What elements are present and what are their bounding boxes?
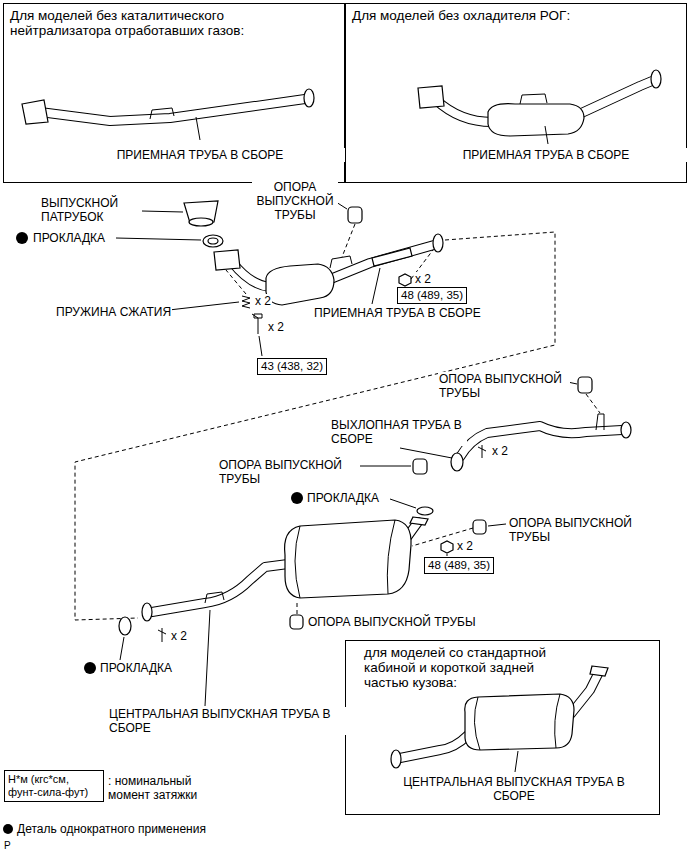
part-label: x 2: [254, 294, 272, 308]
part-label: ОПОРА ВЫПУСКНОЙ ТРУБЫ: [438, 372, 570, 400]
part-label: ОПОРА ВЫПУСКНОЙ ТРУБЫ: [508, 516, 650, 544]
figure-code: P: [3, 840, 12, 852]
part-label: ОПОРА ВЫПУСКНОЙ ТРУБЫ: [218, 458, 360, 486]
panel-heading: для моделей со стандартной кабиной и кор…: [364, 645, 574, 690]
part-label: ПРОКЛАДКА: [99, 661, 173, 675]
part-caption: ЦЕНТРАЛЬНАЯ ВЫПУСКНАЯ ТРУБА В СБОРЕ: [394, 775, 634, 803]
part-label: x 2: [414, 272, 432, 286]
torque-value: 48 (489, 35): [428, 559, 490, 571]
part-caption: ПРИЕМНАЯ ТРУБА В СБОРЕ: [50, 148, 350, 162]
panel-heading: Для моделей без каталитического нейтрали…: [10, 8, 300, 38]
torque-value: 48 (489, 35): [401, 289, 463, 301]
torque-value: 43 (438, 32): [261, 360, 323, 372]
part-label: ЦЕНТРАЛЬНАЯ ВЫПУСКНАЯ ТРУБА В СБОРЕ: [108, 707, 360, 735]
torque-box: 48 (489, 35): [424, 557, 494, 574]
part-label: ПРОКЛАДКА: [32, 231, 106, 245]
part-label: ПРИЕМНАЯ ТРУБА В СБОРЕ: [313, 306, 482, 320]
legend-text: Деталь однократного применения: [16, 822, 207, 836]
variant-panel: Для моделей без охладителя РОГ: ПРИЕМНАЯ …: [345, 3, 687, 183]
part-label: x 2: [456, 539, 474, 553]
torque-box: 48 (489, 35): [397, 287, 467, 304]
part-label: ОПОРА ВЫПУСКНОЙ ТРУБЫ: [252, 180, 338, 222]
variant-panel: Для моделей без каталитического нейтрали…: [3, 3, 345, 183]
legend-text: : номинальный момент затяжки: [107, 774, 229, 802]
panel-heading: Для моделей без охладителя РОГ:: [352, 8, 672, 23]
part-label: x 2: [170, 629, 188, 643]
legend-box: Н*м (кгс*см, фунт-сила-фут): [4, 770, 104, 802]
part-label: x 2: [267, 320, 285, 334]
part-label: ПРУЖИНА СЖАТИЯ: [55, 305, 172, 319]
part-label: ПРОКЛАДКА: [306, 491, 380, 505]
part-label: ВЫПУСКНОЙ ПАТРУБОК: [40, 196, 142, 224]
part-label: x 2: [491, 444, 509, 458]
variant-panel: для моделей со стандартной кабиной и кор…: [345, 640, 660, 815]
part-label: ВЫХЛОПНАЯ ТРУБА В СБОРЕ: [330, 418, 467, 446]
torque-box: 43 (438, 32): [257, 358, 327, 375]
unit-text: Н*м (кгс*см, фунт-сила-фут): [8, 773, 88, 798]
part-label: ОПОРА ВЫПУСКНОЙ ТРУБЫ: [307, 615, 477, 629]
part-caption: ПРИЕМНАЯ ТРУБА В СБОРЕ: [396, 148, 690, 162]
